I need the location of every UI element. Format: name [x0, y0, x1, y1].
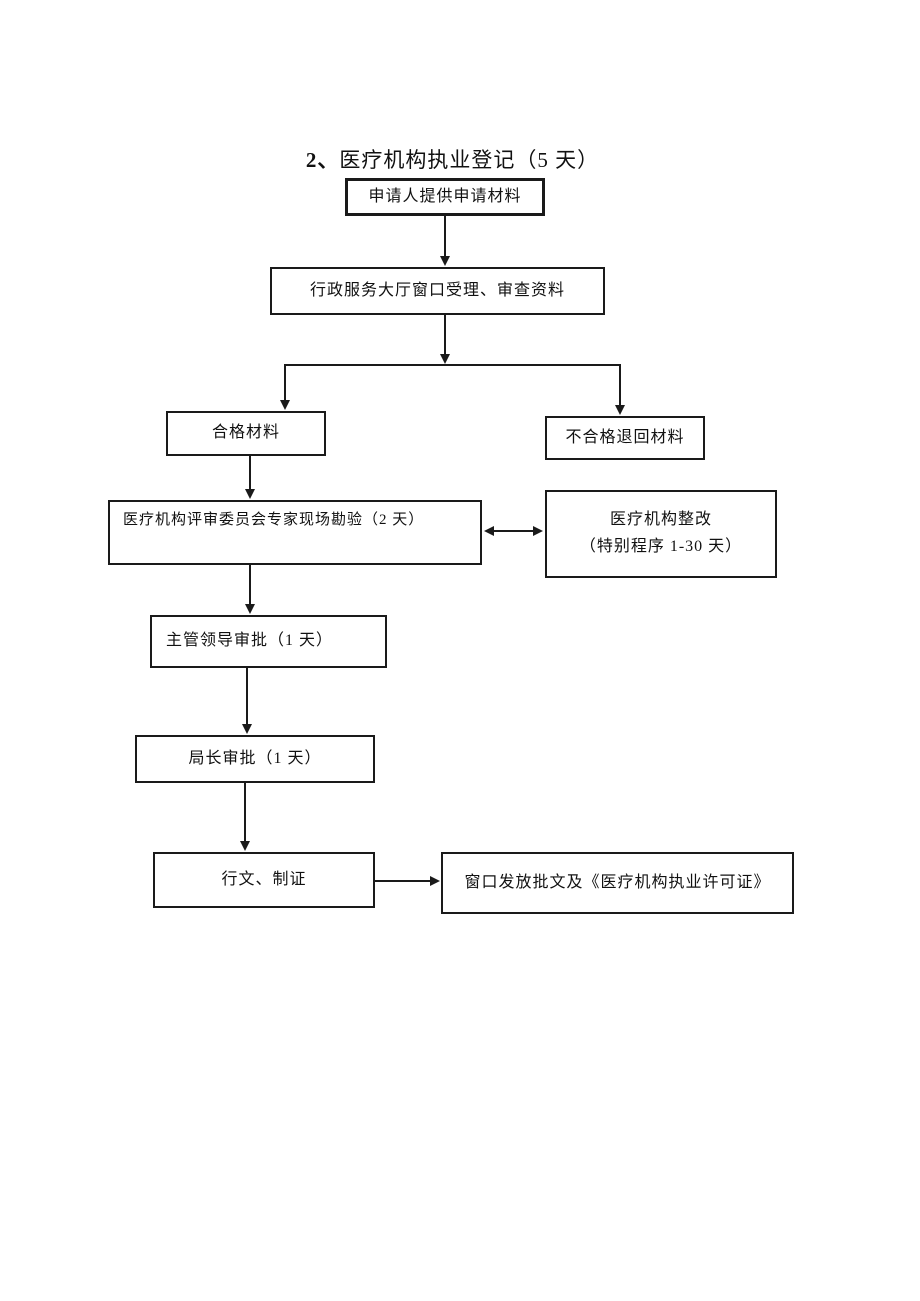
- node-label-line1: 医疗机构整改: [609, 511, 712, 528]
- node-label: 合格材料: [211, 424, 280, 442]
- node-label: 申请人提供申请材料: [368, 187, 522, 205]
- node-expert-site-inspection: 医疗机构评审委员会专家现场勘验（2 天）: [108, 500, 482, 565]
- node-institution-rectification: 医疗机构整改 （特别程序 1-30 天）: [545, 490, 777, 578]
- node-window-issue-license: 窗口发放批文及《医疗机构执业许可证》: [441, 852, 794, 914]
- node-qualified-materials: 合格材料: [166, 411, 326, 456]
- node-issue-document-certificate: 行文、制证: [153, 852, 375, 908]
- node-label: 医疗机构评审委员会专家现场勘验（2 天）: [123, 512, 425, 528]
- node-label: 行文、制证: [221, 870, 307, 888]
- node-label-line2: （特别程序 1-30 天）: [579, 538, 743, 555]
- node-unqualified-returned: 不合格退回材料: [545, 416, 705, 460]
- node-applicant-materials: 申请人提供申请材料: [345, 178, 545, 216]
- node-supervisor-approval: 主管领导审批（1 天）: [150, 615, 387, 668]
- node-label: 不合格退回材料: [565, 428, 685, 446]
- node-label: 主管领导审批（1 天）: [166, 632, 334, 650]
- node-label: 窗口发放批文及《医疗机构执业许可证》: [464, 873, 771, 891]
- node-label: 行政服务大厅窗口受理、审查资料: [309, 281, 565, 299]
- title-number: 2、: [305, 148, 340, 172]
- page-title: 2、医疗机构执业登记（5 天）: [0, 144, 905, 174]
- title-text: 医疗机构执业登记（5 天）: [339, 148, 600, 172]
- node-service-hall-reception: 行政服务大厅窗口受理、审查资料: [270, 267, 605, 315]
- node-director-approval: 局长审批（1 天）: [135, 735, 375, 783]
- node-label: 局长审批（1 天）: [188, 749, 322, 767]
